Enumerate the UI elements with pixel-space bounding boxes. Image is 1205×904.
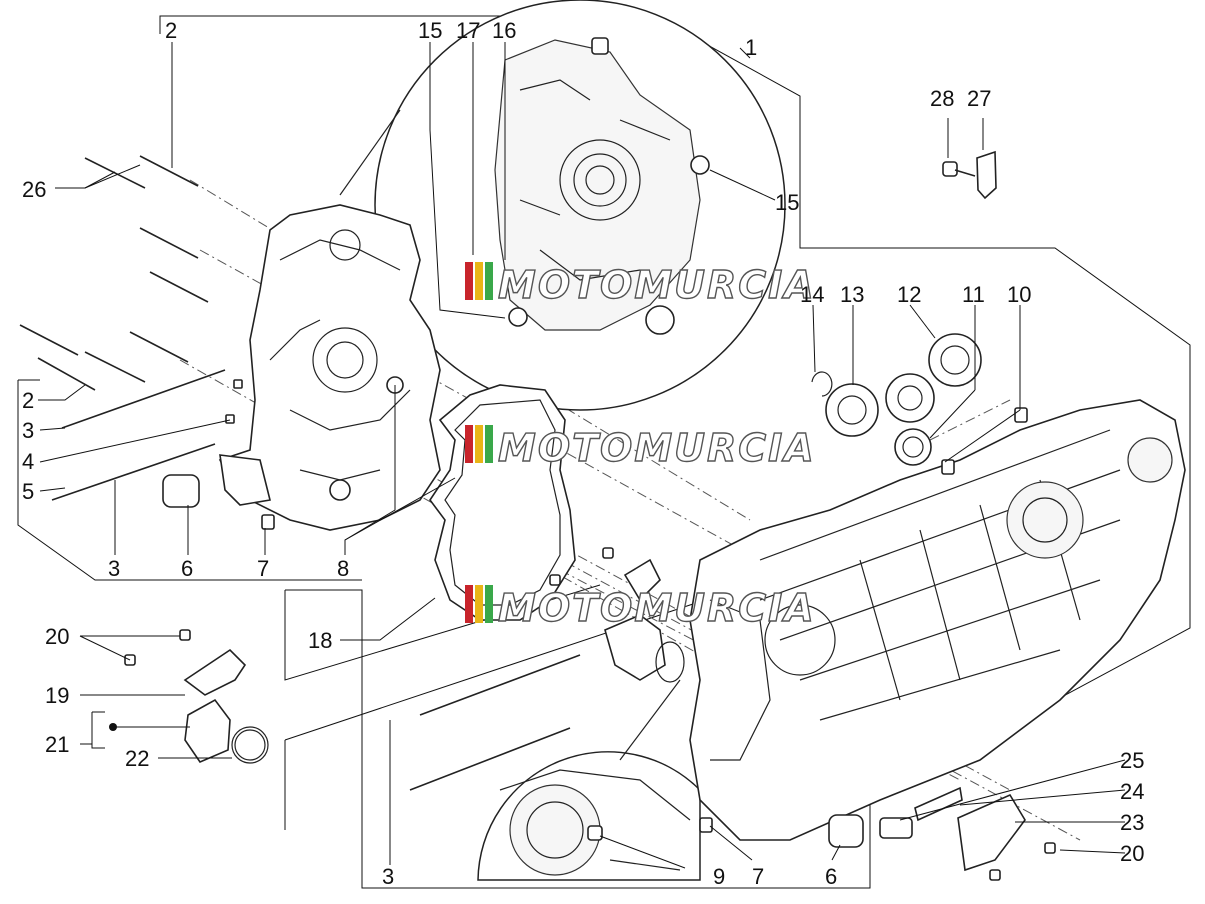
label-25: 25 <box>1120 748 1144 773</box>
label-6-right: 6 <box>825 864 837 889</box>
label-24: 24 <box>1120 779 1144 804</box>
watermark-text: MOTOMURCIA <box>498 586 816 630</box>
watermark-1: MOTOMURCIA <box>465 262 816 308</box>
label-1: 1 <box>745 35 757 60</box>
left-crankcase-half <box>218 204 441 531</box>
label-13: 13 <box>840 282 864 307</box>
small-parts <box>162 150 1028 872</box>
label-7-right: 7 <box>752 864 764 889</box>
label-4: 4 <box>22 449 34 474</box>
label-23: 23 <box>1120 810 1144 835</box>
label-27: 27 <box>967 86 991 111</box>
bearings <box>811 333 982 466</box>
label-16: 16 <box>492 18 516 43</box>
cover-assembly-left <box>109 648 269 764</box>
label-2-top: 2 <box>165 18 177 43</box>
label-20-left: 20 <box>45 624 69 649</box>
label-6-left: 6 <box>181 556 193 581</box>
label-11: 11 <box>962 282 985 307</box>
label-12: 12 <box>897 282 921 307</box>
label-9: 9 <box>713 864 725 889</box>
label-5: 5 <box>22 479 34 504</box>
label-14: 14 <box>800 282 824 307</box>
watermark-text: MOTOMURCIA <box>498 263 816 307</box>
label-15-top: 15 <box>418 18 442 43</box>
detail-circle-bottom <box>477 679 701 881</box>
label-3-left: 3 <box>22 418 34 443</box>
right-crankcase-half <box>689 399 1186 841</box>
part-labels: 2 26 2 3 4 5 3 6 7 8 15 17 16 1 15 28 27… <box>22 18 1144 889</box>
detail-circle-top <box>339 0 786 411</box>
label-3-bottom: 3 <box>108 556 120 581</box>
bolts <box>19 155 1056 881</box>
label-7-left: 7 <box>257 556 269 581</box>
label-22: 22 <box>125 746 149 771</box>
label-20-right: 20 <box>1120 841 1144 866</box>
watermark-text: MOTOMURCIA <box>498 426 816 470</box>
label-3-right: 3 <box>382 864 394 889</box>
label-17: 17 <box>456 18 480 43</box>
pump-assembly <box>604 558 685 683</box>
label-21: 21 <box>45 732 69 757</box>
label-19: 19 <box>45 683 69 708</box>
label-2-left: 2 <box>22 388 34 413</box>
label-15-right: 15 <box>775 190 799 215</box>
leader-lines <box>38 42 1126 869</box>
label-8: 8 <box>337 556 349 581</box>
watermark-2: MOTOMURCIA <box>465 425 816 471</box>
label-18: 18 <box>308 628 332 653</box>
watermark-3: MOTOMURCIA <box>465 585 816 631</box>
label-10: 10 <box>1007 282 1031 307</box>
label-28: 28 <box>930 86 954 111</box>
label-26: 26 <box>22 177 46 202</box>
studs <box>51 369 581 791</box>
